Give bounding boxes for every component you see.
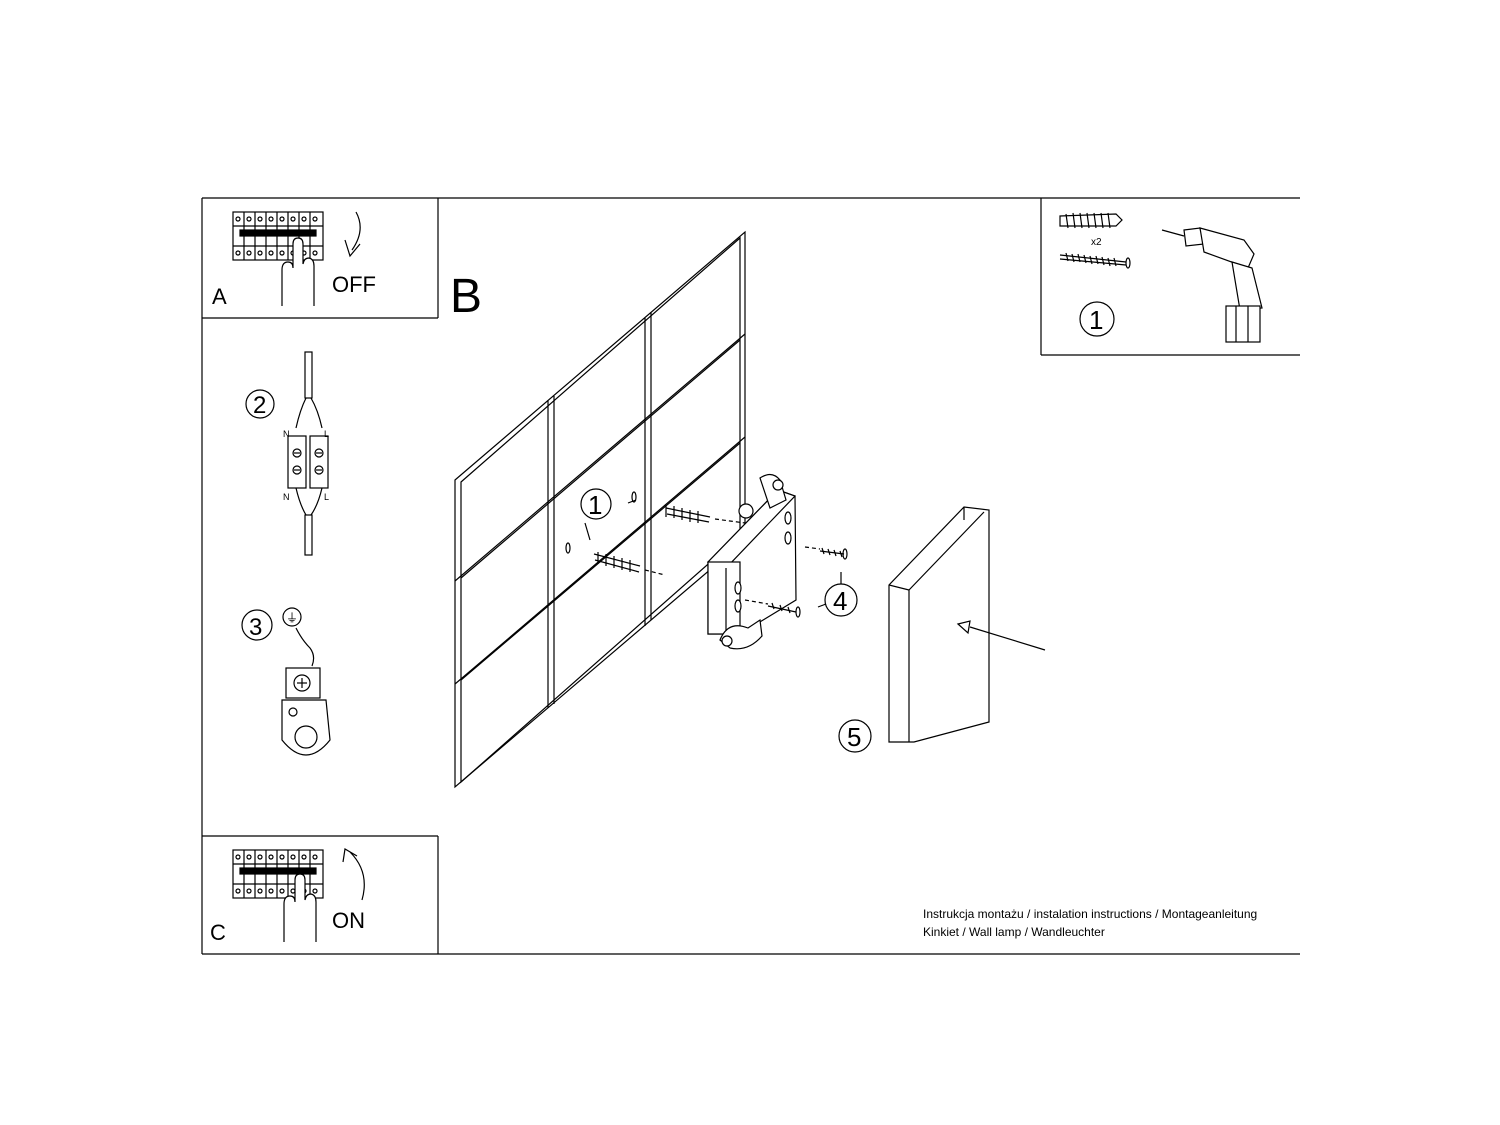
ground-circle [282,607,302,627]
screw-icon [1059,252,1131,269]
footer-instructions-title: Instrukcja montażu / instalation instruc… [923,907,1257,921]
panel-c: ON C [210,848,365,945]
cover-callout-circle [838,719,872,753]
drill-icon [1161,227,1263,343]
anchor-callout-number: 1 [588,490,602,520]
wire-label-n-top: N [283,429,290,439]
lamp-bracket [706,473,797,650]
wall-plug-icon [1059,212,1123,229]
step-2-circle [245,389,275,419]
step-b-label: B [450,270,482,323]
arrow-down-icon [344,211,361,258]
wiring-diagram [245,351,329,556]
hand-icon [283,873,317,942]
on-label: ON [332,908,365,933]
lamp-cover [838,506,1046,753]
breaker-box-icon [232,849,324,899]
step-3-number: 3 [249,614,262,641]
wall-anchors [565,488,746,576]
quantity-label: x2 [1091,237,1102,248]
ground-diagram [241,607,331,756]
wire-label-n-bottom: N [283,492,290,502]
step-2-number: 2 [253,392,266,419]
wire-label-l-bottom: L [324,492,329,502]
mounting-screws [744,546,858,618]
step-1-number: 1 [1089,305,1103,335]
screw-callout-number: 4 [833,586,847,616]
tools-box [1059,212,1263,343]
step-1-circle [1079,301,1115,337]
step-a-label: A [212,284,227,309]
anchor-callout-circle [580,488,612,520]
wire-label-l-top: L [324,429,329,439]
hand-icon [281,237,315,306]
arrow-up-icon [342,848,365,901]
step-3-circle [241,609,273,641]
sheet-frame [201,197,1300,955]
footer-product-name: Kinkiet / Wall lamp / Wandleuchter [923,925,1105,939]
off-label: OFF [332,272,376,297]
ground-icon: ⏚ [286,611,298,625]
breaker-box-icon [232,211,324,261]
panel-a: OFF A [212,211,376,309]
cover-callout-number: 5 [847,722,861,752]
step-c-label: C [210,920,226,945]
